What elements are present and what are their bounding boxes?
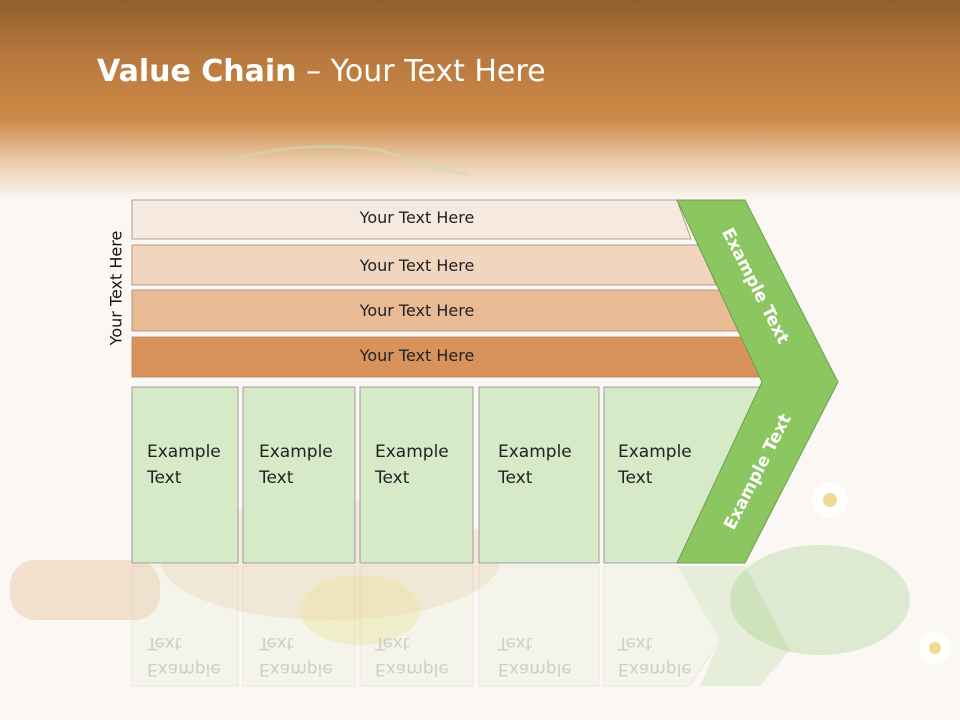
- title-rest: – Your Text Here: [296, 54, 546, 89]
- title-bold: Value Chain: [97, 54, 297, 89]
- bar-2[interactable]: [131, 244, 717, 286]
- cell-4[interactable]: [478, 386, 600, 564]
- bar-1[interactable]: [131, 199, 692, 240]
- cell-1[interactable]: [131, 386, 239, 564]
- reflection: [131, 565, 790, 687]
- cell-2[interactable]: [242, 386, 356, 564]
- bar-1-label: Your Text Here: [359, 208, 475, 227]
- bar-2-label: Your Text Here: [359, 256, 475, 275]
- bar-3-label: Your Text Here: [359, 301, 475, 320]
- chevron-arrow[interactable]: [676, 199, 839, 564]
- cell-3[interactable]: [359, 386, 474, 564]
- bar-4-label: Your Text Here: [359, 346, 475, 365]
- header-band: [0, 0, 960, 200]
- slide-title: Value Chain – Your Text Here: [97, 54, 546, 89]
